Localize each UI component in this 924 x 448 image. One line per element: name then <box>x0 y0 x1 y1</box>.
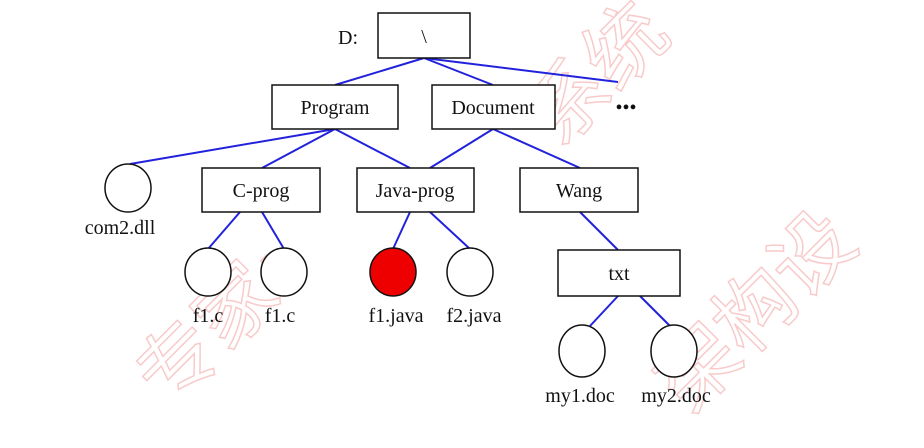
svg-text:Program: Program <box>301 97 370 119</box>
svg-text:Java-prog: Java-prog <box>376 180 455 202</box>
file-com2-dll[interactable]: com2.dll <box>85 163 156 239</box>
dir-program[interactable]: Program <box>271 84 399 130</box>
file-my2-doc[interactable]: my2.doc <box>641 324 711 407</box>
dir-c-prog[interactable]: C-prog <box>201 167 321 213</box>
svg-text:f1.c: f1.c <box>265 305 296 327</box>
dir-wang[interactable]: Wang <box>519 167 639 213</box>
svg-text:Document: Document <box>451 97 535 119</box>
svg-text:com2.dll: com2.dll <box>85 217 156 239</box>
svg-text:f1.java: f1.java <box>369 305 424 327</box>
more-ellipsis: ••• <box>615 97 636 119</box>
tree-edges <box>129 57 671 327</box>
svg-text:my1.doc: my1.doc <box>545 385 615 407</box>
file-f1-java-highlighted[interactable]: f1.java <box>369 247 424 327</box>
file-f2-java[interactable]: f2.java <box>446 247 502 327</box>
svg-text:txt: txt <box>608 263 630 285</box>
svg-text:Wang: Wang <box>556 180 602 202</box>
dir-document[interactable]: Document <box>431 84 556 130</box>
drive-label: D: <box>338 27 358 49</box>
svg-text:\: \ <box>421 26 427 48</box>
file-my1-doc[interactable]: my1.doc <box>545 324 615 407</box>
dir-txt[interactable]: txt <box>557 249 681 297</box>
dir-root[interactable]: \ <box>377 12 471 59</box>
svg-text:f1.c: f1.c <box>193 305 224 327</box>
svg-text:系统: 系统 <box>508 0 687 163</box>
svg-text:f2.java: f2.java <box>447 305 502 327</box>
svg-text:C-prog: C-prog <box>233 180 290 202</box>
svg-text:my2.doc: my2.doc <box>641 385 711 407</box>
dir-java-prog[interactable]: Java-prog <box>356 167 475 213</box>
file-f1-c-2[interactable]: f1.c <box>260 247 308 327</box>
file-f1-c-1[interactable]: f1.c <box>184 247 232 327</box>
watermark: 系统 专家: 架构设 <box>117 0 874 429</box>
